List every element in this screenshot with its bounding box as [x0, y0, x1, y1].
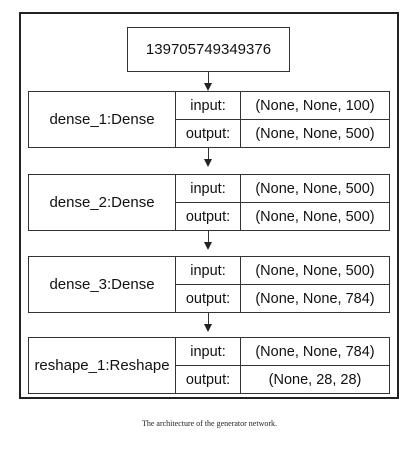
layer-name-dense-3: dense_3:Dense — [29, 257, 176, 312]
io-values-dense-2: (None, None, 500) (None, None, 500) — [241, 175, 389, 230]
output-label: output: — [185, 371, 231, 388]
layer-name-dense-1: dense_1:Dense — [29, 92, 176, 147]
output-label: output: — [185, 125, 231, 142]
input-shape: (None, None, 784) — [241, 338, 389, 366]
connector-dense-3-to-reshape-1 — [208, 313, 209, 324]
root-node-label: 139705749349376 — [145, 41, 272, 58]
diagram-frame — [19, 12, 399, 399]
output-shape: (None, None, 500) — [255, 208, 375, 225]
io-values-dense-3: (None, None, 500) (None, None, 784) — [241, 257, 389, 312]
input-shape: (None, None, 500) — [241, 257, 389, 285]
io-labels-dense-3: input: output: — [176, 257, 241, 312]
connector-dense-2-to-dense-3 — [208, 231, 209, 242]
input-label: input: — [176, 92, 240, 120]
output-shape: (None, None, 500) — [255, 125, 375, 142]
input-shape: (None, None, 100) — [241, 92, 389, 120]
io-labels-dense-2: input: output: — [176, 175, 241, 230]
arrow-dense-1-to-dense-2 — [204, 159, 212, 167]
io-values-reshape-1: (None, None, 784) (None, 28, 28) — [241, 338, 389, 393]
layer-name-reshape-1: reshape_1:Reshape — [29, 338, 176, 393]
connector-dense-1-to-dense-2 — [208, 148, 209, 159]
io-labels-dense-1: input: output: — [176, 92, 241, 147]
input-label: input: — [176, 257, 240, 285]
layer-dense-1: dense_1:Dense input: output: (None, None… — [28, 91, 390, 148]
output-label: output: — [185, 290, 231, 307]
layer-dense-3: dense_3:Dense input: output: (None, None… — [28, 256, 390, 313]
connector-root-to-dense-1 — [208, 72, 209, 83]
io-labels-reshape-1: input: output: — [176, 338, 241, 393]
input-label: input: — [176, 338, 240, 366]
figure-caption: The architecture of the generator networ… — [141, 419, 278, 428]
root-node: 139705749349376 — [127, 27, 290, 72]
layer-dense-2: dense_2:Dense input: output: (None, None… — [28, 174, 390, 231]
output-shape: (None, None, 784) — [255, 290, 375, 307]
output-label: output: — [185, 208, 231, 225]
arrow-dense-2-to-dense-3 — [204, 242, 212, 250]
layer-name-dense-2: dense_2:Dense — [29, 175, 176, 230]
arrow-dense-3-to-reshape-1 — [204, 324, 212, 332]
input-label: input: — [176, 175, 240, 203]
output-shape: (None, 28, 28) — [268, 371, 362, 388]
arrow-root-to-dense-1 — [204, 83, 212, 91]
input-shape: (None, None, 500) — [241, 175, 389, 203]
io-values-dense-1: (None, None, 100) (None, None, 500) — [241, 92, 389, 147]
layer-reshape-1: reshape_1:Reshape input: output: (None, … — [28, 337, 390, 394]
